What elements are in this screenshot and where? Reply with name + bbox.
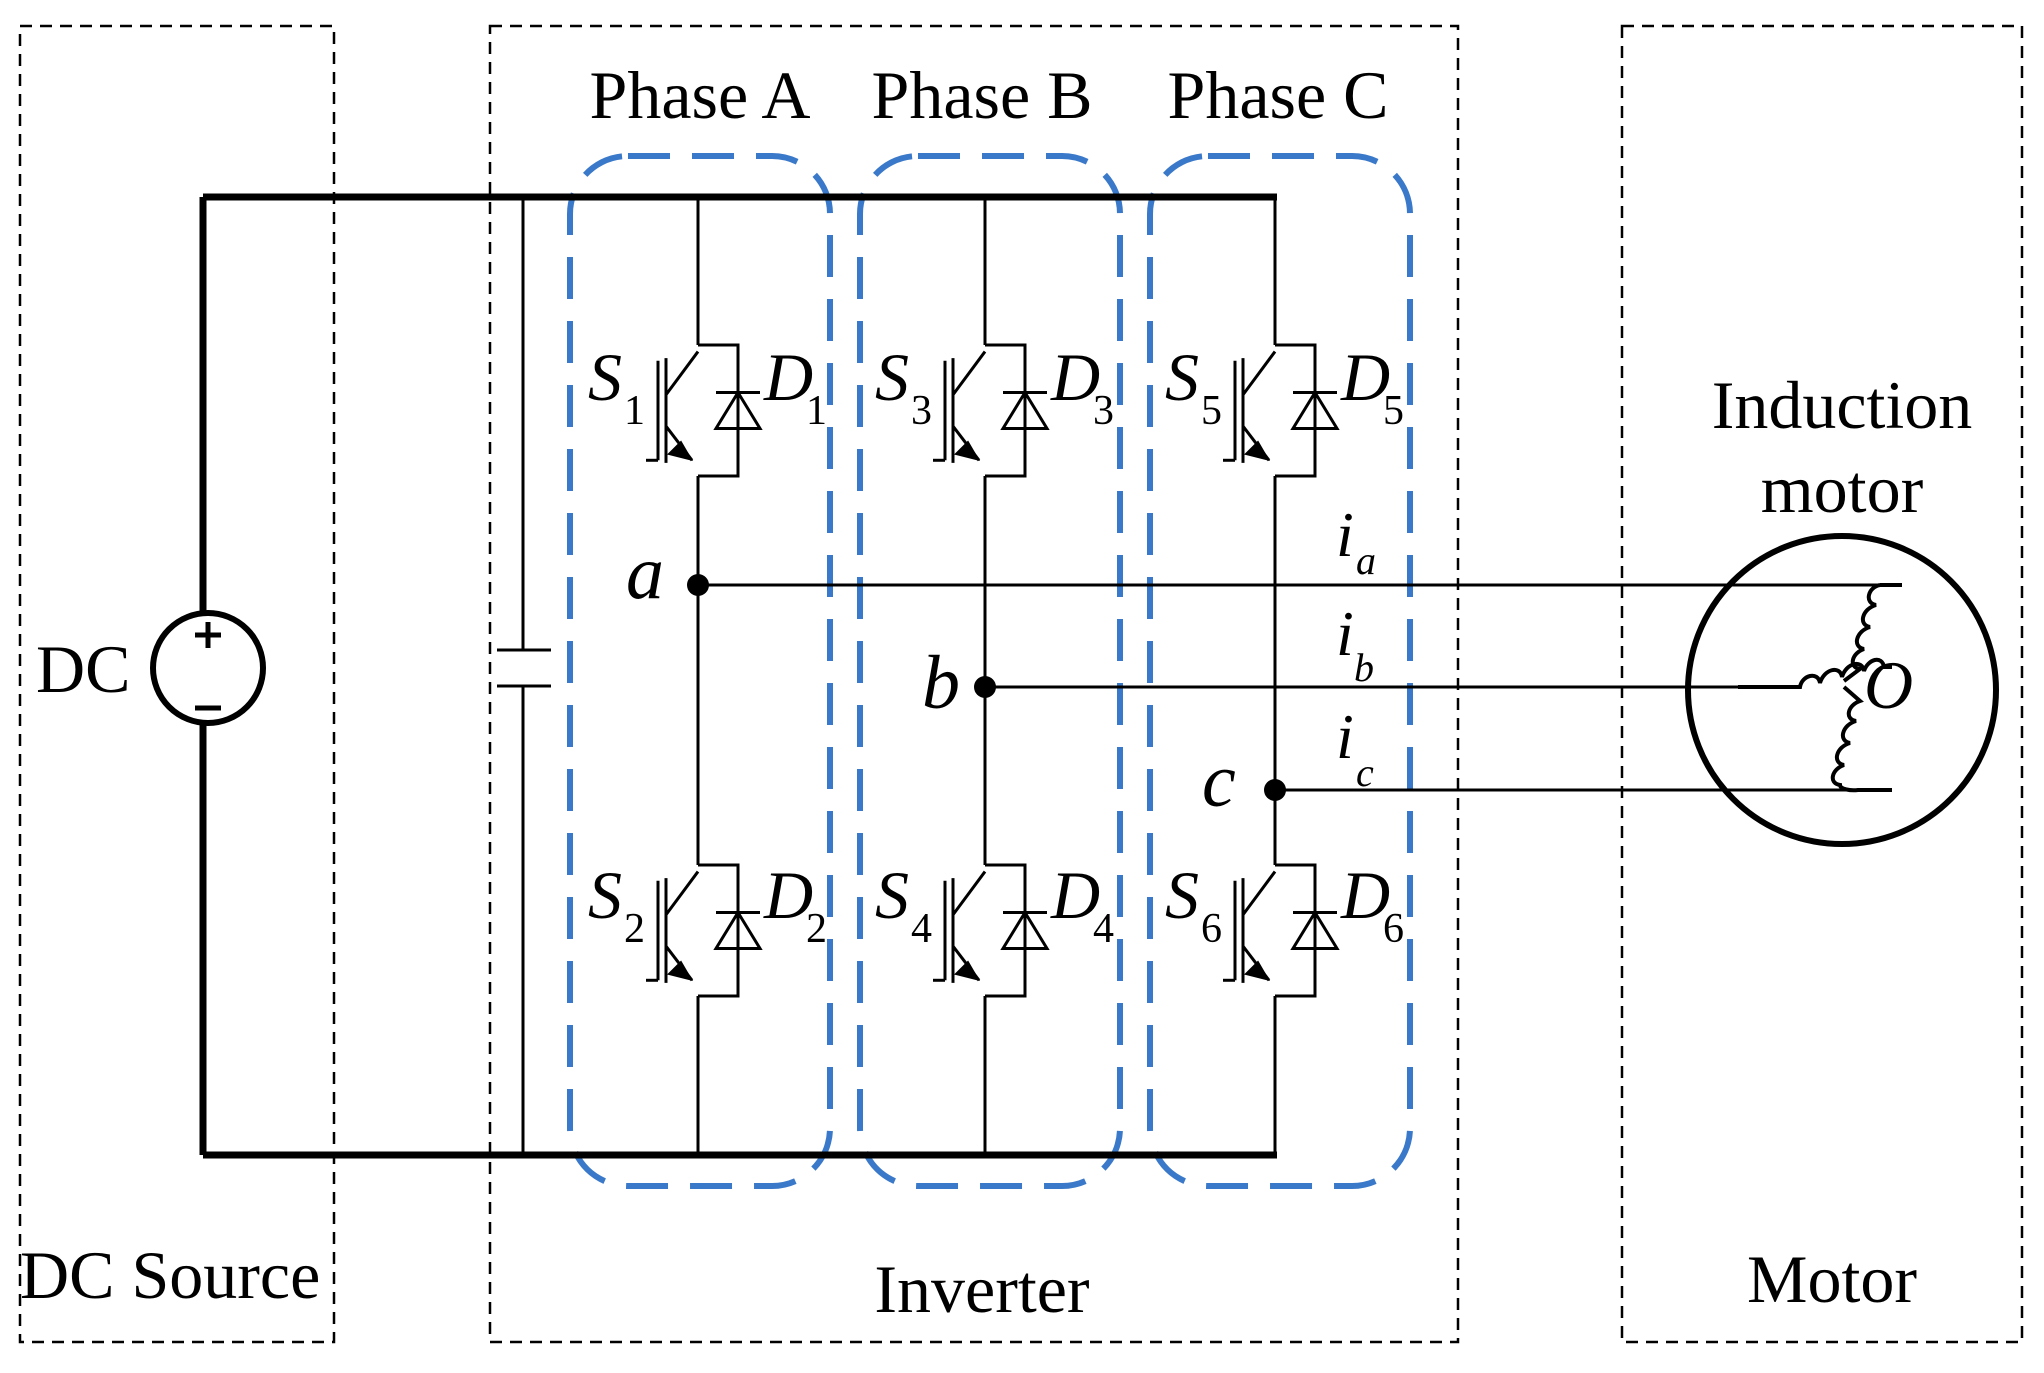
current-symbol: i — [1336, 598, 1354, 669]
phase-c-outline — [1147, 153, 1413, 1189]
igbt-icon — [933, 350, 987, 463]
diode-subscript: 2 — [806, 906, 827, 952]
diode-icon — [698, 863, 763, 998]
phase-c-label: Phase C — [1168, 57, 1389, 133]
diode-subscript: 6 — [1383, 906, 1404, 952]
diode-subscript: 4 — [1093, 906, 1114, 952]
node-c-label: c — [1202, 739, 1236, 823]
current-symbol: i — [1336, 701, 1354, 772]
current-subscript: b — [1354, 645, 1374, 690]
switch-subscript: 1 — [624, 388, 645, 434]
igbt-icon — [933, 870, 987, 983]
output-wires — [698, 583, 1902, 792]
node-a-dot — [687, 574, 709, 596]
diode-icon — [1275, 343, 1340, 478]
switch-symbol: S — [588, 339, 622, 415]
switch-symbol: S — [1165, 857, 1199, 933]
current-label-a: i a — [1336, 499, 1376, 583]
dc-label: DC — [36, 631, 130, 707]
emitter-arrow — [667, 440, 694, 462]
diode-symbol: D — [1050, 339, 1100, 415]
emitter-arrow — [954, 440, 981, 462]
diode-icon — [985, 863, 1050, 998]
diode-symbol: D — [1340, 339, 1390, 415]
emitter-arrow — [1244, 440, 1271, 462]
diode-symbol: D — [1050, 857, 1100, 933]
inverter-block-label: Inverter — [874, 1251, 1090, 1327]
dc-voltage-source-icon — [150, 610, 266, 726]
motor-label-line1: Induction — [1712, 367, 1973, 443]
emitter-arrow — [1244, 960, 1271, 982]
motor-block-label: Motor — [1747, 1241, 1917, 1317]
motor-block — [1620, 24, 2024, 1344]
switch-subscript: 2 — [624, 906, 645, 952]
emitter-arrow — [667, 960, 694, 982]
diode-symbol: D — [763, 339, 813, 415]
dc-source-block-label: DC Source — [20, 1237, 320, 1313]
phase-a-outline — [567, 153, 833, 1189]
switch-symbol: S — [588, 857, 622, 933]
diode-subscript: 1 — [806, 388, 827, 434]
switch-subscript: 4 — [911, 906, 932, 952]
igbt-icon — [646, 870, 700, 983]
igbt-icon — [1223, 870, 1277, 983]
igbt-icon — [1223, 350, 1277, 463]
switch-subscript: 5 — [1201, 388, 1222, 434]
capacitor-icon — [497, 197, 551, 1155]
diode-subscript: 3 — [1093, 388, 1114, 434]
diode-icon — [698, 343, 763, 478]
switch-subscript: 6 — [1201, 906, 1222, 952]
node-c-dot — [1264, 779, 1286, 801]
current-symbol: i — [1336, 499, 1354, 570]
current-label-b: i b — [1336, 598, 1374, 690]
node-b-label: b — [922, 641, 960, 725]
diode-icon — [985, 343, 1050, 478]
diode-symbol: D — [1340, 857, 1390, 933]
phase-b-label: Phase B — [872, 57, 1093, 133]
inverter-block — [488, 24, 1460, 1344]
motor-label-line2: motor — [1761, 451, 1924, 527]
switch-symbol: S — [1165, 339, 1199, 415]
switch-symbol: S — [875, 857, 909, 933]
diode-subscript: 5 — [1383, 388, 1404, 434]
current-subscript: a — [1356, 538, 1376, 583]
diode-symbol: D — [763, 857, 813, 933]
diode-icon — [1275, 863, 1340, 998]
dc-source-block — [18, 24, 336, 1344]
node-b-dot — [974, 676, 996, 698]
phase-b-outline — [857, 153, 1123, 1189]
igbt-icon — [646, 350, 700, 463]
current-subscript: c — [1356, 750, 1374, 795]
neutral-label: O — [1864, 647, 1913, 723]
emitter-arrow — [954, 960, 981, 982]
switch-subscript: 3 — [911, 388, 932, 434]
dc-bus — [199, 193, 1277, 1159]
phase-a-label: Phase A — [590, 57, 811, 133]
induction-motor-icon — [1685, 533, 1999, 847]
switch-symbol: S — [875, 339, 909, 415]
node-a-label: a — [626, 531, 664, 615]
current-label-c: i c — [1336, 701, 1374, 795]
